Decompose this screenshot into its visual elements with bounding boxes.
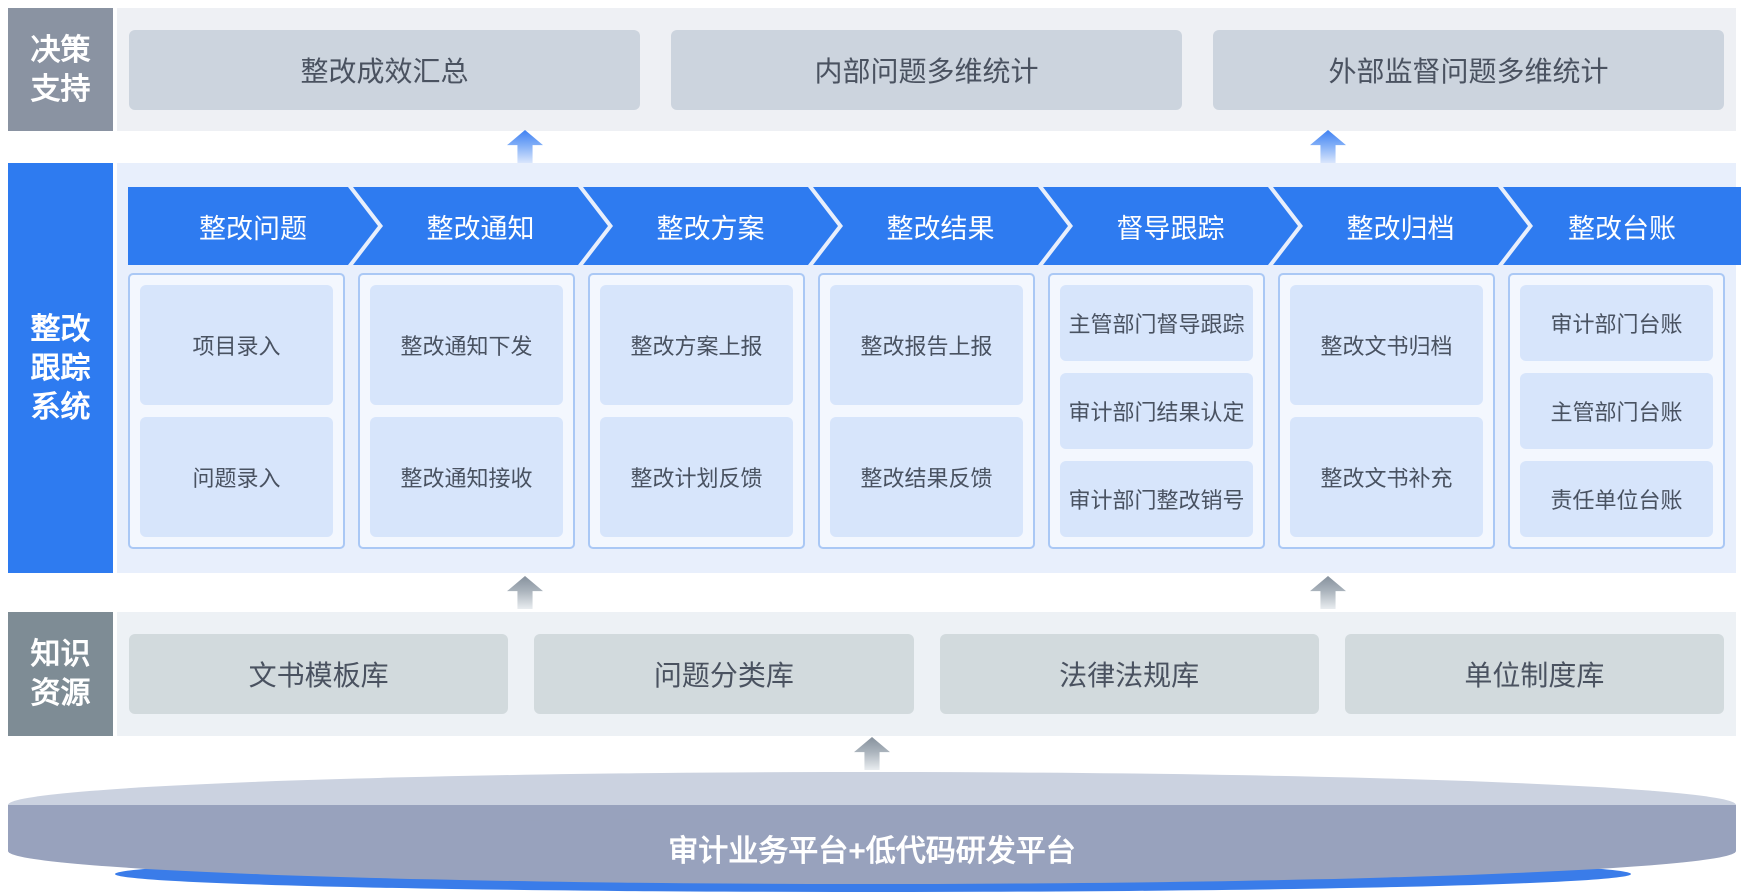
stage-item: 审计部门整改销号 [1060,461,1253,537]
stage-item-label: 主管部门台账 [1550,400,1683,425]
decision-support-label-text: 决策支持 [30,33,91,106]
tracking-system-section: 整改跟踪系统 整改问题 项目录入 问题录入 整改通知 整改通知下发 整改通知接收 [8,163,1741,573]
stage-item-label: 审计部门结果认定 [1068,400,1245,425]
stage-item-label: 整改方案上报 [630,334,763,359]
stage-item-group: 整改通知下发 整改通知接收 [358,273,575,549]
knowledge-item-unit-policies: 单位制度库 [1344,634,1724,714]
stage-item: 责任单位台账 [1520,461,1713,537]
stage-item: 整改方案上报 [600,285,793,405]
stage-title: 整改问题 [199,213,307,244]
stage-item-group: 整改方案上报 整改计划反馈 [588,273,805,549]
decision-item-rectification-summary: 整改成效汇总 [129,29,640,110]
stage-item: 整改计划反馈 [600,417,793,537]
stage-item: 审计部门结果认定 [1060,373,1253,449]
stage-header: 整改归档 [1273,187,1528,265]
stage-supervision-tracking: 督导跟踪 主管部门督导跟踪 审计部门结果认定 审计部门整改销号 [1048,187,1265,549]
up-arrow-icon [1310,130,1346,163]
knowledge-resources-label-text: 知识资源 [30,638,91,710]
decision-support-section: 决策支持 整改成效汇总 内部问题多维统计 外部监督问题多维统计 [8,8,1736,131]
tracking-system-label-text: 整改跟踪系统 [30,312,91,424]
decision-support-band: 整改成效汇总 内部问题多维统计 外部监督问题多维统计 [117,8,1736,131]
stage-item-label: 整改报告上报 [860,334,993,359]
stage-item-label: 责任单位台账 [1550,488,1683,513]
stage-item-label: 整改通知接收 [400,466,533,491]
stage-title: 整改方案 [656,213,765,244]
stage-item: 主管部门督导跟踪 [1060,285,1253,361]
stage-title: 整改结果 [886,213,995,244]
platform-bottom-curve [8,818,1736,884]
stage-item-label: 问题录入 [192,466,281,491]
decision-item-label: 整改成效汇总 [300,55,469,87]
stage-item-label: 主管部门督导跟踪 [1068,312,1245,337]
decision-item-label: 内部问题多维统计 [814,55,1039,87]
up-arrow-icon [507,576,543,609]
stage-item: 整改报告上报 [830,285,1023,405]
stage-rectification-plan: 整改方案 整改方案上报 整改计划反馈 [588,187,805,549]
stage-title: 整改通知 [426,213,535,244]
stage-item: 整改通知接收 [370,417,563,537]
decision-item-external-stats: 外部监督问题多维统计 [1213,29,1724,110]
decision-support-label: 决策支持 [8,8,113,131]
stage-header: 整改台账 [1503,187,1741,265]
up-arrow-icon [854,737,890,770]
stage-item-group: 审计部门台账 主管部门台账 责任单位台账 [1508,273,1725,549]
stage-item: 项目录入 [140,285,333,405]
knowledge-item-label: 问题分类库 [653,660,794,691]
stage-item: 问题录入 [140,417,333,537]
stage-item: 主管部门台账 [1520,373,1713,449]
platform-cylinder: 审计业务平台+低代码研发平台 [8,772,1736,894]
knowledge-resources-label: 知识资源 [8,612,113,736]
up-arrow-icon [1310,576,1346,609]
stage-item-label: 整改通知下发 [400,334,533,359]
stage-title: 整改归档 [1346,213,1455,244]
stage-item: 整改文书归档 [1290,285,1483,405]
stage-item-label: 整改文书归档 [1320,334,1453,359]
platform-label: 审计业务平台+低代码研发平台 [668,835,1076,868]
knowledge-resources-section: 知识资源 文书模板库 问题分类库 法律法规库 单位制度库 [8,612,1736,736]
stage-rectification-result: 整改结果 整改报告上报 整改结果反馈 [818,187,1035,549]
stage-item-group: 整改报告上报 整改结果反馈 [818,273,1035,549]
up-arrow-icon [507,130,543,163]
decision-item-label: 外部监督问题多维统计 [1328,55,1609,87]
knowledge-item-label: 法律法规库 [1059,660,1200,691]
knowledge-item-issue-categories: 问题分类库 [534,634,914,714]
stage-header: 督导跟踪 [1043,187,1298,265]
stage-item-label: 整改计划反馈 [630,466,763,491]
knowledge-item-label: 单位制度库 [1464,660,1605,691]
stage-rectification-archive: 整改归档 整改文书归档 整改文书补充 [1278,187,1495,549]
stage-item-label: 整改结果反馈 [860,466,993,491]
stage-item: 审计部门台账 [1520,285,1713,361]
stage-header: 整改方案 [583,187,838,265]
tracking-system-label: 整改跟踪系统 [8,163,113,573]
knowledge-item-laws-regulations: 法律法规库 [939,634,1319,714]
knowledge-item-label: 文书模板库 [248,660,389,691]
stage-item: 整改文书补充 [1290,417,1483,537]
tracking-system-band: 整改问题 项目录入 问题录入 整改通知 整改通知下发 整改通知接收 整改方案 [117,163,1741,573]
stage-item-label: 整改文书补充 [1320,466,1453,491]
stage-item-label: 审计部门台账 [1550,312,1683,337]
stage-rectification-ledger: 整改台账 审计部门台账 主管部门台账 责任单位台账 [1503,187,1741,549]
stage-item-label: 审计部门整改销号 [1068,488,1245,513]
stage-header: 整改结果 [813,187,1068,265]
stage-header: 整改通知 [353,187,608,265]
stage-item-group: 整改文书归档 整改文书补充 [1278,273,1495,549]
stage-item-label: 项目录入 [192,334,281,359]
stage-title: 督导跟踪 [1116,213,1225,244]
stage-header: 整改问题 [128,187,378,265]
stage-item-group: 主管部门督导跟踪 审计部门结果认定 审计部门整改销号 [1048,273,1265,549]
stage-title: 整改台账 [1568,213,1676,244]
knowledge-resources-band: 文书模板库 问题分类库 法律法规库 单位制度库 [117,612,1736,736]
stage-item: 整改通知下发 [370,285,563,405]
stage-item: 整改结果反馈 [830,417,1023,537]
stage-rectification-issues: 整改问题 项目录入 问题录入 [128,187,345,549]
stage-rectification-notice: 整改通知 整改通知下发 整改通知接收 [358,187,575,549]
knowledge-item-document-templates: 文书模板库 [129,634,509,714]
decision-item-internal-stats: 内部问题多维统计 [671,29,1182,110]
stage-item-group: 项目录入 问题录入 [128,273,345,549]
